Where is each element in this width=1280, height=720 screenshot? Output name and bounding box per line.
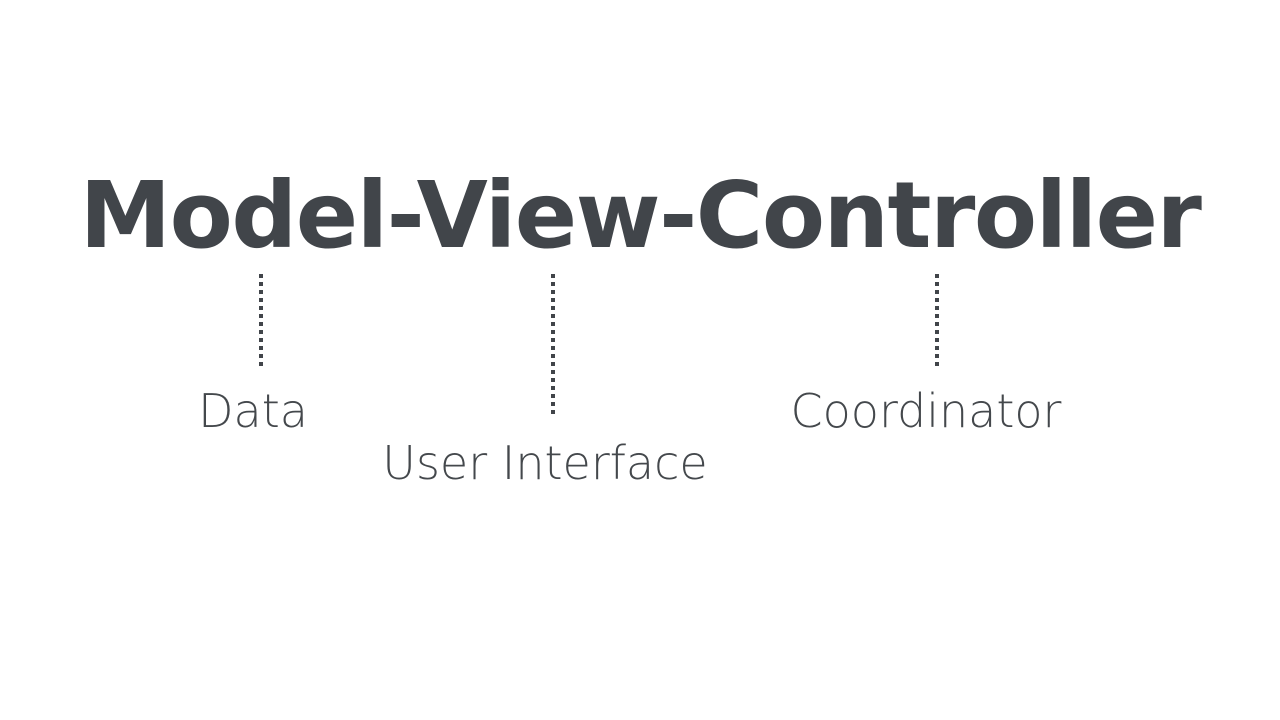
connector-line-controller bbox=[935, 274, 939, 368]
label-view-user-interface: User Interface bbox=[382, 436, 708, 490]
label-controller-coordinator: Coordinator bbox=[790, 384, 1062, 438]
connector-line-model bbox=[259, 274, 263, 368]
connector-line-view bbox=[551, 274, 555, 418]
label-model-data: Data bbox=[198, 384, 308, 438]
page-title: Model-View-Controller bbox=[79, 162, 1202, 269]
